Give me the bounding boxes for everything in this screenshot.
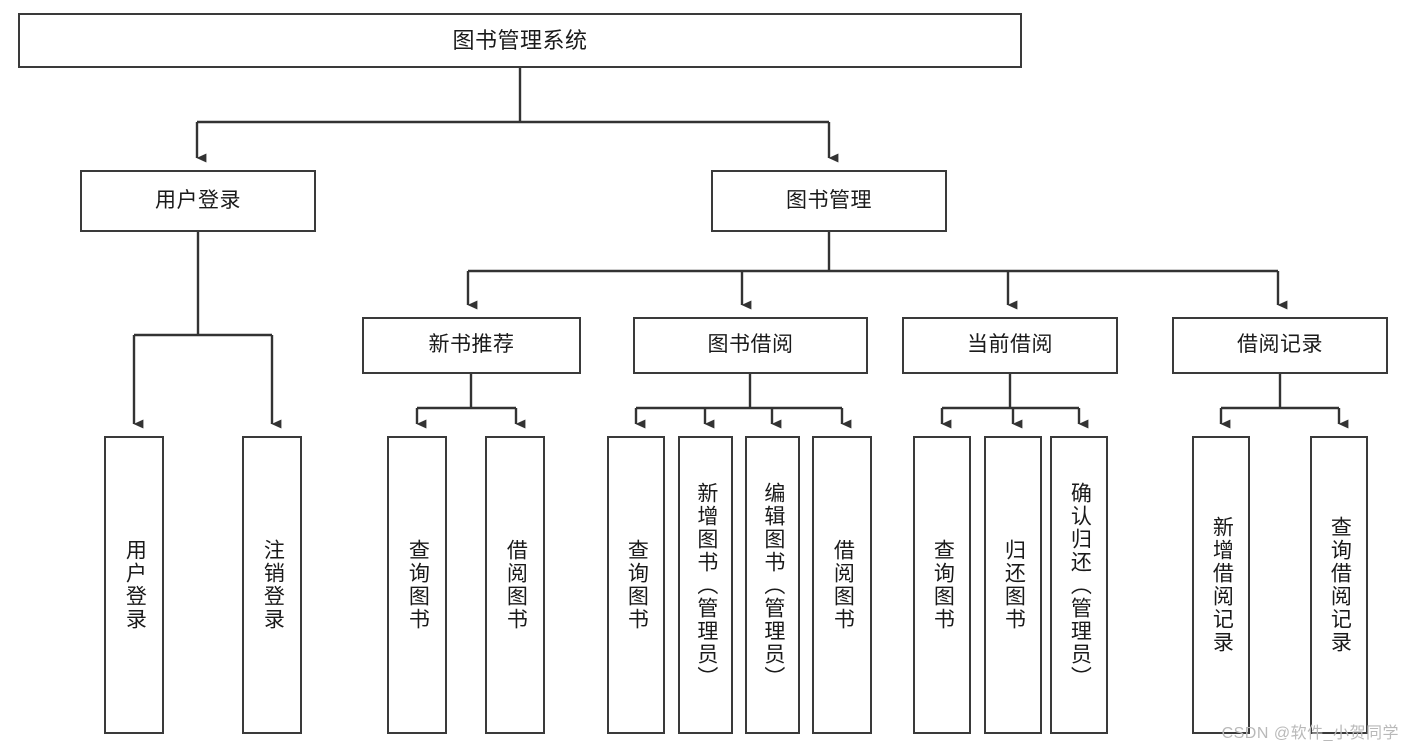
node-leaf-logout[interactable]: 注销登录	[242, 436, 302, 734]
node-book-management[interactable]: 图书管理	[711, 170, 947, 232]
node-leaf-query-book-current[interactable]: 查询图书	[913, 436, 971, 734]
node-label: 查询图书	[406, 539, 430, 631]
node-label: 查询借阅记录	[1328, 516, 1352, 654]
node-label: 新书推荐	[428, 333, 515, 357]
node-leaf-return-book[interactable]: 归还图书	[984, 436, 1042, 734]
node-label: 新增图书（管理员）	[694, 481, 718, 689]
node-label: 新增借阅记录	[1210, 516, 1234, 654]
node-leaf-edit-book-admin[interactable]: 编辑图书（管理员）	[745, 436, 800, 734]
node-root-book-management-system[interactable]: 图书管理系统	[18, 13, 1022, 68]
node-borrowing-records[interactable]: 借阅记录	[1172, 317, 1388, 374]
node-leaf-query-book-recommendation[interactable]: 查询图书	[387, 436, 447, 734]
node-leaf-borrow-book[interactable]: 借阅图书	[812, 436, 872, 734]
node-leaf-borrow-book-recommendation[interactable]: 借阅图书	[485, 436, 545, 734]
node-leaf-query-book-borrowing[interactable]: 查询图书	[607, 436, 665, 734]
node-label: 借阅图书	[504, 539, 528, 631]
node-label: 用户登录	[123, 539, 147, 631]
node-current-borrowing[interactable]: 当前借阅	[902, 317, 1118, 374]
node-leaf-query-borrow-record[interactable]: 查询借阅记录	[1310, 436, 1368, 734]
node-label: 图书借阅	[707, 333, 794, 357]
node-user-login[interactable]: 用户登录	[80, 170, 316, 232]
node-label: 借阅记录	[1237, 333, 1323, 357]
node-label: 查询图书	[931, 539, 955, 631]
node-new-book-recommendation[interactable]: 新书推荐	[362, 317, 581, 374]
node-label: 图书管理系统	[452, 27, 588, 53]
node-label: 归还图书	[1002, 539, 1026, 631]
node-label: 编辑图书（管理员）	[761, 481, 785, 689]
node-leaf-confirm-return-admin[interactable]: 确认归还（管理员）	[1050, 436, 1108, 734]
node-leaf-add-book-admin[interactable]: 新增图书（管理员）	[678, 436, 733, 734]
node-label: 查询图书	[625, 539, 649, 631]
node-leaf-user-login[interactable]: 用户登录	[104, 436, 164, 734]
watermark-text: CSDN @软件_小贺同学	[1221, 725, 1399, 742]
node-book-borrowing[interactable]: 图书借阅	[633, 317, 868, 374]
node-leaf-add-borrow-record[interactable]: 新增借阅记录	[1192, 436, 1250, 734]
node-label: 图书管理	[786, 188, 872, 212]
node-label: 用户登录	[155, 188, 241, 212]
node-label: 当前借阅	[967, 333, 1053, 357]
node-label: 借阅图书	[831, 539, 855, 631]
node-label: 注销登录	[261, 539, 285, 631]
node-label: 确认归还（管理员）	[1068, 481, 1092, 689]
